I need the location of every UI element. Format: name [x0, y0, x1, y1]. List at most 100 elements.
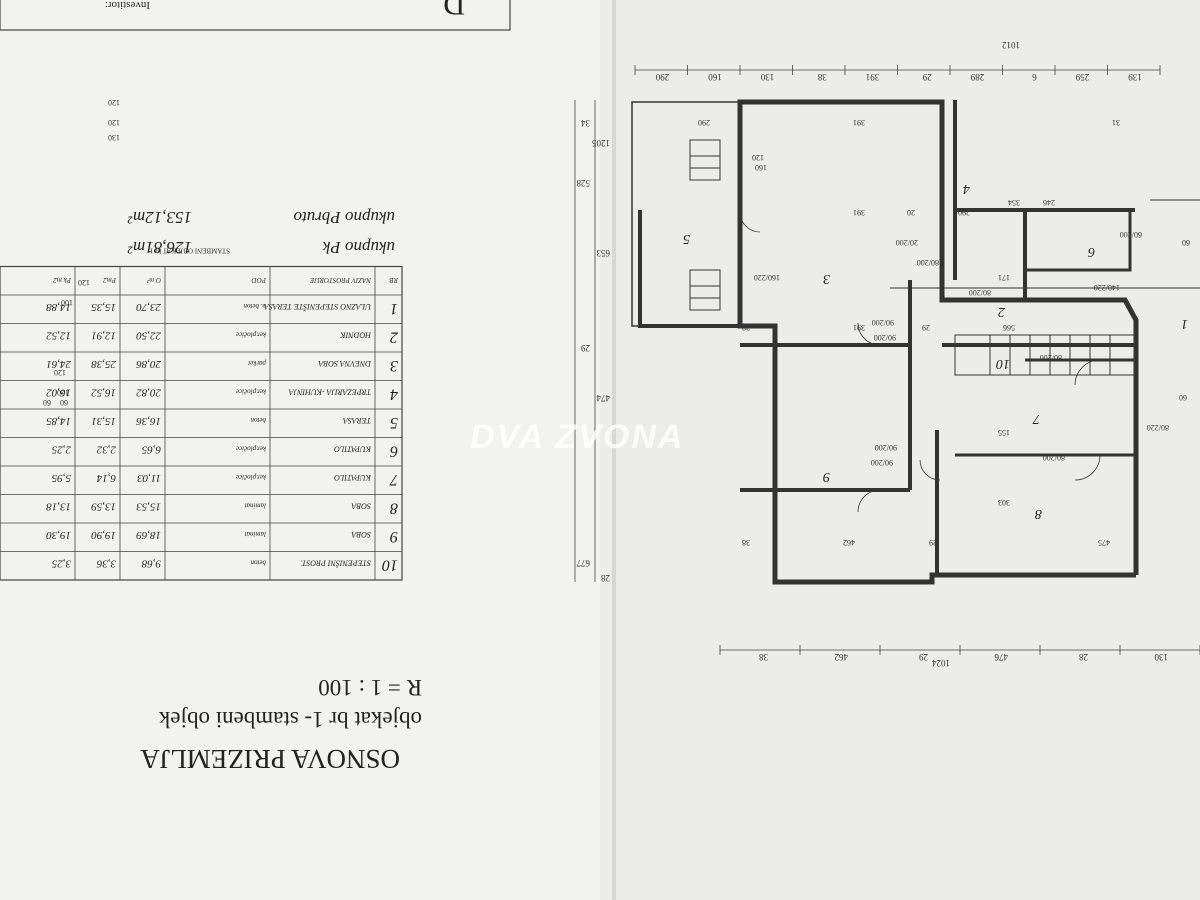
table-cell: 3: [390, 357, 399, 374]
total-pb-label: ukupno Pbruto: [293, 208, 395, 227]
table-cell: 8: [390, 500, 398, 517]
opening-label: 140/220: [1094, 283, 1120, 292]
table-cell: 14,85: [46, 415, 71, 427]
dimension-label: 6: [1032, 72, 1037, 82]
dimension-label: 476: [994, 652, 1008, 662]
terrace-outline: [631, 101, 740, 327]
title-block: OSNOVA PRIZEMLJA objekat br 1- stambeni …: [0, 0, 511, 774]
opening-label: 160: [755, 163, 767, 172]
stairs: [689, 139, 1136, 376]
dimension-label: 28: [1079, 652, 1089, 662]
opening-label: 100: [61, 298, 73, 307]
dimension-label: 120: [108, 98, 120, 107]
table-cell: 20,86: [136, 358, 161, 370]
room-numbers: 1 2 3 4 5 6 7 8 9 10: [683, 181, 1188, 521]
dimension-label: 462: [843, 538, 855, 547]
table-cell: 16,52: [91, 387, 116, 399]
dimension-total-bottom: 1012: [1002, 40, 1020, 50]
table-cell: parket: [247, 359, 267, 367]
table-cell: 19,30: [46, 529, 71, 541]
dimension-label: 130: [760, 72, 774, 82]
opening-label: 60: [1182, 238, 1190, 247]
dimension-label: 289: [970, 72, 984, 82]
dimension-label: 303: [998, 498, 1010, 507]
table-cell: 9,68: [141, 558, 161, 570]
table-cell: 25,38: [91, 358, 116, 370]
dimension-label: 160: [708, 72, 722, 82]
opening-label: 120: [752, 153, 764, 162]
dimension-label: 29: [929, 538, 937, 547]
dimension-label: 391: [853, 118, 865, 127]
table-cell: laminat: [244, 530, 266, 538]
opening-label: 90/200: [872, 318, 894, 327]
floor-plan: [631, 99, 1200, 585]
table-cell: 6,65: [141, 444, 161, 456]
table-cell: 13,59: [91, 501, 116, 513]
table-cell: 3,36: [96, 558, 117, 570]
room-number-5: 5: [683, 231, 690, 246]
table-cell: 12,52: [46, 330, 71, 342]
dimension-label: 391: [866, 72, 880, 82]
table-cell: 3,25: [51, 558, 72, 570]
total-pb-value: 153,12m²: [127, 208, 192, 227]
table-caption: STAMBENI OBJEKAT br 1: [149, 247, 230, 255]
dimension-label: 38: [759, 652, 769, 662]
dimension-label: 259: [1075, 72, 1089, 82]
table-cell: 15,31: [91, 415, 116, 427]
table-cell: ker.pločice: [236, 331, 266, 339]
table-cell: KUPATILO: [334, 445, 372, 454]
dimension-total-top: 1024: [932, 658, 951, 668]
opening-label: 80/200: [1040, 353, 1062, 362]
room-number-7: 7: [1032, 411, 1040, 426]
table-cell: 13,18: [46, 501, 71, 513]
sheet-scale: R = 1 : 100: [318, 675, 422, 700]
table-cell: 4: [390, 386, 398, 403]
room-number-6: 6: [1088, 244, 1095, 259]
table-cell: 19,90: [91, 529, 116, 541]
table-header-cell: RB: [389, 276, 399, 284]
bathroom-6: [1023, 208, 1132, 272]
dimension-label: 391: [853, 323, 865, 332]
table-cell: 2: [390, 329, 398, 346]
table-cell: 24,61: [46, 358, 71, 370]
opening-label: 80/220: [1147, 423, 1169, 432]
table-cell: 14,88: [46, 301, 71, 313]
corner-letter: D: [443, 0, 465, 21]
dimension-label: 28: [601, 573, 611, 583]
dimension-label: 566: [1003, 323, 1015, 332]
total-pk-value: 126,81m²: [127, 238, 192, 257]
room-number-9: 9: [823, 469, 830, 484]
sheet-subtitle: objekat br 1- stambeni objek: [158, 707, 422, 732]
table-cell: 5,95: [51, 472, 71, 484]
opening-label: 20/200: [896, 238, 918, 247]
table-header-cell: Pk m2: [53, 276, 72, 284]
opening-label: 90/200: [871, 458, 893, 467]
room-number-4: 4: [963, 181, 970, 196]
door-swings: [739, 211, 1101, 513]
watermark: DVA ZVONA: [470, 418, 684, 456]
paper-fold: [612, 0, 616, 900]
total-pk-label: ukupno Pk: [322, 238, 395, 257]
table-cell: KUPATILO: [334, 473, 372, 482]
table-cell: 15,53: [136, 501, 161, 513]
opening-label: 60: [43, 398, 51, 407]
room-number-2: 2: [998, 304, 1005, 319]
table-cell: 16,02: [46, 387, 71, 399]
dimension-label: 653: [596, 248, 610, 258]
table-header-cell: POD: [252, 276, 267, 284]
dimension-label: 130: [108, 133, 120, 142]
opening-label: 90/200: [875, 443, 897, 452]
table-cell: 22,50: [136, 330, 161, 342]
dimension-label: 29: [922, 72, 932, 82]
dimension-label: 171: [998, 273, 1010, 282]
